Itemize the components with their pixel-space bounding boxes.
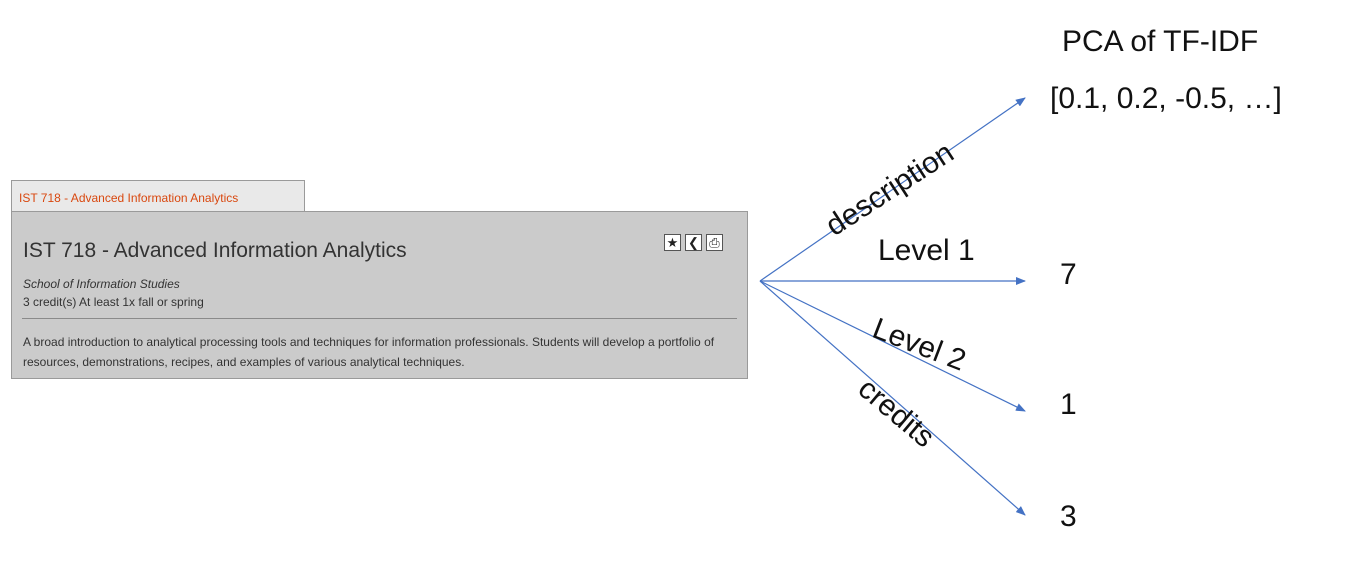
course-school: School of Information Studies: [23, 277, 180, 291]
share-icon[interactable]: ❮: [685, 234, 702, 251]
output-level-1: 7: [1060, 258, 1077, 291]
star-icon[interactable]: ★: [664, 234, 681, 251]
course-description: A broad introduction to analytical proce…: [23, 335, 715, 369]
course-title: IST 718 - Advanced Information Analytics: [23, 239, 407, 262]
output-level-2: 1: [1060, 388, 1077, 421]
course-tab[interactable]: IST 718 - Advanced Information Analytics: [11, 180, 305, 211]
output-vector: [0.1, 0.2, -0.5, …]: [1050, 82, 1282, 115]
print-icon[interactable]: ⎙: [706, 234, 723, 251]
card-actions: ★ ❮ ⎙: [664, 234, 723, 251]
course-card: IST 718 - Advanced Information Analytics…: [11, 211, 748, 379]
output-title-pca: PCA of TF-IDF: [1062, 25, 1259, 58]
edge-arrow-description: [759, 97, 1026, 282]
edge-arrow-level-2: [759, 280, 1026, 412]
edge-label-level-1: Level 1: [878, 234, 975, 267]
edge-arrow-credits: [759, 280, 1026, 516]
course-credits-line: 3 credit(s) At least 1x fall or spring: [23, 295, 204, 309]
output-credits: 3: [1060, 500, 1077, 533]
divider: [22, 318, 737, 319]
